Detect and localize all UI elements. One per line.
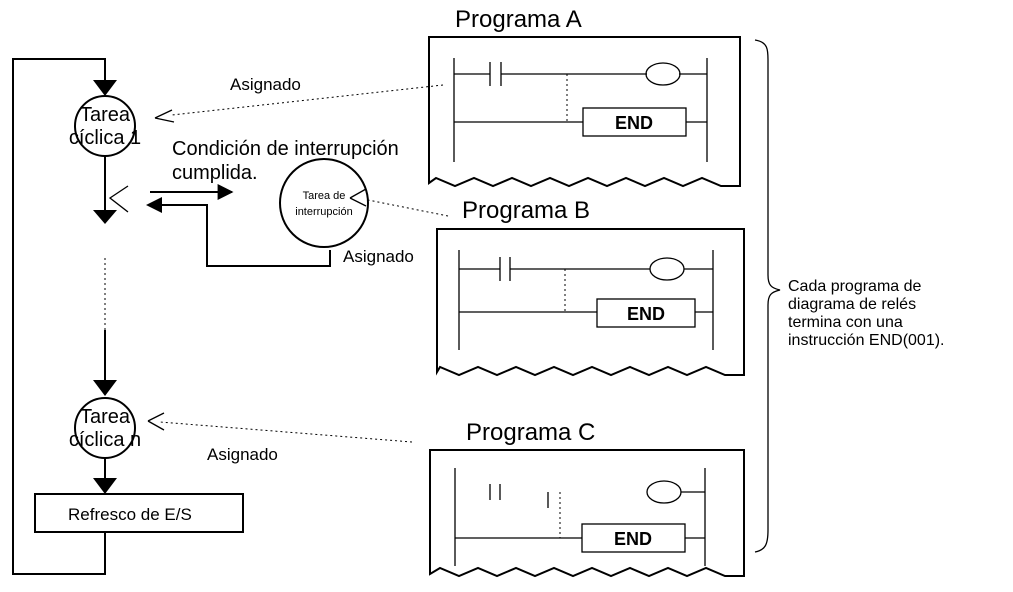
interrupt-task: Tarea de interrupción [279,158,369,248]
interrupt-task-line2: interrupción [295,206,352,218]
left-arrow-icon [146,197,162,213]
assigned-label-a: Asignado [230,75,301,94]
return-path [160,204,331,267]
cyclic-task-n-line1: Tarea [80,406,131,428]
note-line3: termina con una [788,314,903,331]
assigned-label-b: Asignado [343,247,414,266]
down-arrow-icon [93,210,117,224]
note-line2: diagrama de relés [788,296,916,313]
program-b: Programa B END [436,197,745,377]
condition-line2: cumplida. [172,162,258,184]
condition-line1: Condición de interrupción [172,138,399,160]
main-loop [12,58,117,575]
program-a: Programa A END [428,6,741,188]
cyclic-task-1-line1: Tarea [80,104,131,126]
note-line4: instrucción END(001). [788,332,945,349]
right-brace [754,39,781,553]
down-arrow-icon [93,380,117,396]
program-a-end: END [615,113,653,133]
program-c-title: Programa C [466,419,595,446]
cyclic-task-n: Tarea cíclica n [69,397,141,459]
cyclic-task-1-line2: cíclica 1 [69,127,141,149]
program-b-title: Programa B [462,197,590,224]
interrupt-task-line1: Tarea de [303,190,346,202]
io-refresh-label: Refresco de E/S [68,505,192,524]
end-note: Cada programa de diagrama de relés termi… [788,278,945,349]
program-a-title: Programa A [455,6,582,33]
cyclic-task-n-line2: cíclica n [69,429,141,451]
program-c: Programa C END [429,419,745,578]
io-refresh-box: Refresco de E/S [34,493,244,562]
down-arrow-icon [93,478,117,494]
interruption-notch [108,185,129,213]
cyclic-task-1: Tarea cíclica 1 [69,95,141,157]
program-c-end: END [614,529,652,549]
down-arrow-icon [93,80,117,96]
note-line1: Cada programa de [788,278,922,295]
assigned-label-c: Asignado [207,445,278,464]
program-b-end: END [627,304,665,324]
